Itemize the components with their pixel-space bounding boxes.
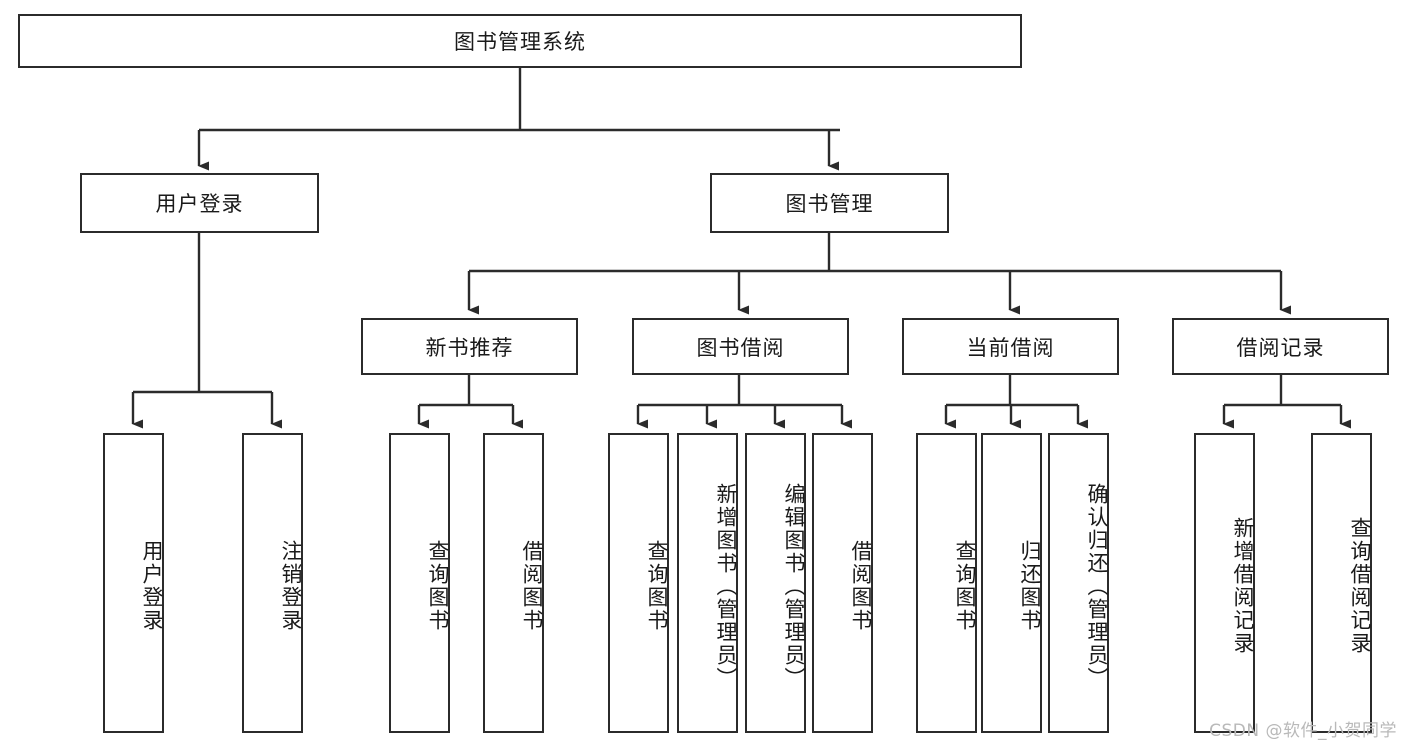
node-user-login[interactable]: 用户登录 xyxy=(80,173,319,233)
leaf-borrow-query-book[interactable]: 查询图书 xyxy=(608,433,669,733)
node-new-book-recommend-label: 新书推荐 xyxy=(425,335,514,360)
leaf-label: 查询图书 xyxy=(953,540,977,632)
leaf-borrow-borrow-book[interactable]: 借阅图书 xyxy=(812,433,873,733)
node-root-label: 图书管理系统 xyxy=(454,30,586,54)
node-user-login-label: 用户登录 xyxy=(155,192,244,216)
leaf-label: 新增图书（管理员） xyxy=(714,482,738,690)
leaf-label: 查询图书 xyxy=(426,540,450,632)
leaf-user-login-logout[interactable]: 注销登录 xyxy=(242,433,303,733)
leaf-label: 归还图书 xyxy=(1018,540,1042,632)
watermark: CSDN @软件_小贺同学 xyxy=(1209,721,1397,741)
node-borrow-record-label: 借阅记录 xyxy=(1236,335,1325,360)
leaf-label: 借阅图书 xyxy=(849,540,873,632)
leaf-current-query-book[interactable]: 查询图书 xyxy=(916,433,977,733)
leaf-record-query-record[interactable]: 查询借阅记录 xyxy=(1311,433,1372,733)
leaf-current-return-book[interactable]: 归还图书 xyxy=(981,433,1042,733)
leaf-recommend-query-book[interactable]: 查询图书 xyxy=(389,433,450,733)
leaf-label: 查询图书 xyxy=(645,540,669,632)
leaf-current-confirm-return[interactable]: 确认归还（管理员） xyxy=(1048,433,1109,733)
leaf-label: 编辑图书（管理员） xyxy=(782,482,806,690)
node-borrow-record[interactable]: 借阅记录 xyxy=(1172,318,1389,375)
leaf-label: 借阅图书 xyxy=(520,540,544,632)
node-book-borrow-label: 图书借阅 xyxy=(696,335,785,360)
leaf-record-add-record[interactable]: 新增借阅记录 xyxy=(1194,433,1255,733)
leaf-label: 新增借阅记录 xyxy=(1231,517,1255,655)
node-book-manage-label: 图书管理 xyxy=(785,192,874,216)
node-new-book-recommend[interactable]: 新书推荐 xyxy=(361,318,578,375)
node-current-borrow-label: 当前借阅 xyxy=(966,335,1055,360)
leaf-label: 查询借阅记录 xyxy=(1348,517,1372,655)
leaf-user-login-login[interactable]: 用户登录 xyxy=(103,433,164,733)
leaf-recommend-borrow-book[interactable]: 借阅图书 xyxy=(483,433,544,733)
node-book-borrow[interactable]: 图书借阅 xyxy=(632,318,849,375)
leaf-borrow-edit-book[interactable]: 编辑图书（管理员） xyxy=(745,433,806,733)
node-current-borrow[interactable]: 当前借阅 xyxy=(902,318,1119,375)
leaf-label: 注销登录 xyxy=(279,540,303,632)
node-book-manage[interactable]: 图书管理 xyxy=(710,173,949,233)
node-root[interactable]: 图书管理系统 xyxy=(18,14,1022,68)
leaf-label: 用户登录 xyxy=(140,540,164,632)
leaf-label: 确认归还（管理员） xyxy=(1085,482,1109,690)
leaf-borrow-add-book[interactable]: 新增图书（管理员） xyxy=(677,433,738,733)
